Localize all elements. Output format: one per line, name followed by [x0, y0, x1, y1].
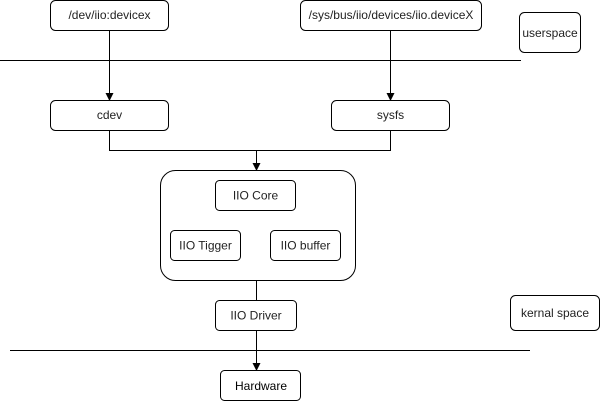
svg-text:IIO Driver: IIO Driver [230, 309, 281, 323]
sysfs-node: sysfs [331, 100, 450, 131]
cdev-sysfs-join [109, 130, 391, 151]
cdev-node: cdev [50, 100, 169, 131]
svg-text:cdev: cdev [97, 108, 122, 122]
svg-text:IIO Tigger: IIO Tigger [179, 239, 232, 253]
iio-trigger-node: IIO Tigger [170, 230, 241, 261]
sysfs-path-node: /sys/bus/iio/devices/iio.deviceX [300, 0, 482, 31]
svg-text:/dev/iio:devicex: /dev/iio:devicex [68, 8, 150, 22]
kernel-space-label: kernal space [510, 295, 600, 331]
dev-node: /dev/iio:devicex [50, 0, 169, 31]
iio-driver-node: IIO Driver [215, 300, 297, 331]
iio-buffer-node: IIO buffer [270, 230, 341, 261]
svg-text:/sys/bus/iio/devices/iio.devic: /sys/bus/iio/devices/iio.deviceX [309, 8, 474, 22]
svg-text:userspace: userspace [522, 26, 578, 40]
userspace-label: userspace [519, 12, 581, 53]
svg-text:kernal space: kernal space [521, 306, 589, 320]
svg-text:IIO Core: IIO Core [233, 189, 279, 203]
iio-core-node: IIO Core [215, 180, 296, 211]
hardware-node: Hardware [220, 370, 301, 401]
svg-text:IIO buffer: IIO buffer [281, 239, 331, 253]
svg-text:sysfs: sysfs [377, 108, 404, 122]
svg-text:Hardware: Hardware [235, 379, 287, 393]
